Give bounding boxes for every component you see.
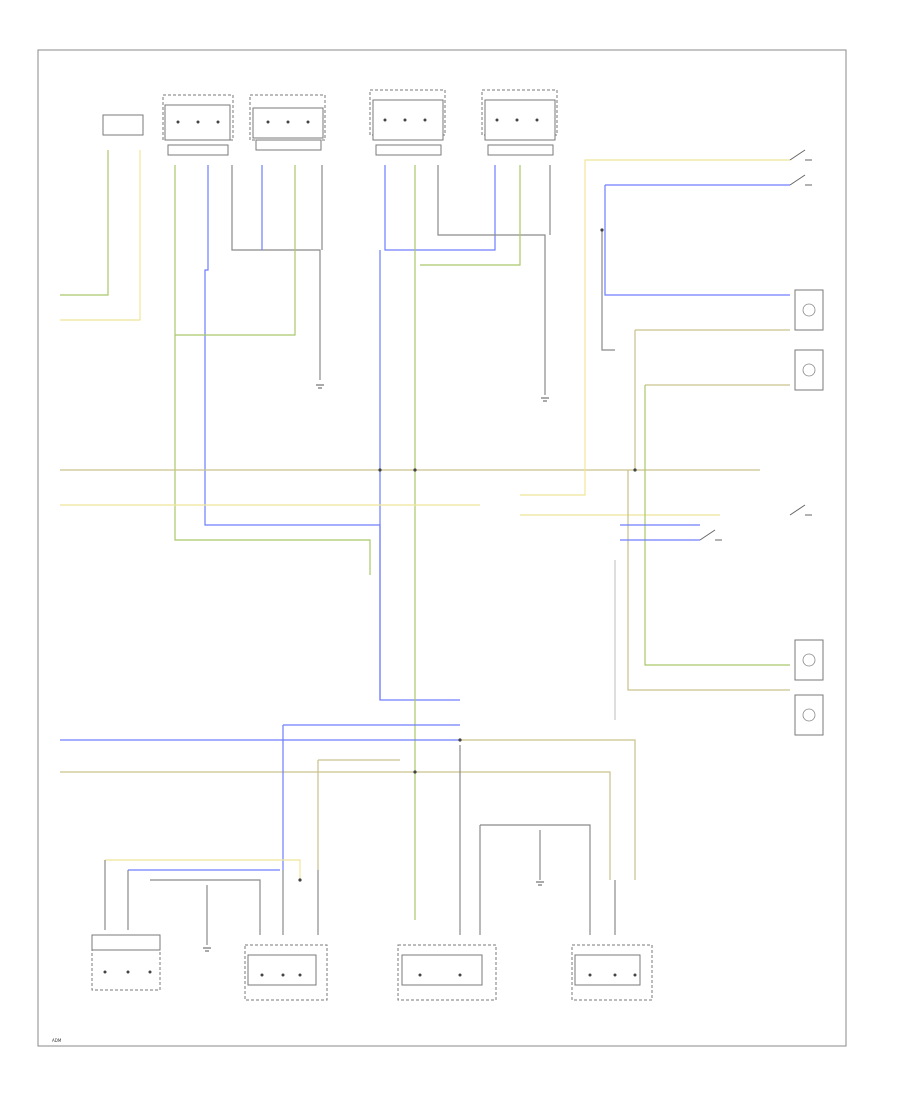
ground-icon: [203, 947, 211, 952]
connector-bottom-1: [91, 934, 161, 991]
diagram-frame: [37, 49, 847, 1047]
bottom-connectors: [91, 384, 653, 1001]
connector-bottom-4: [571, 944, 653, 1001]
ground-icon: [536, 881, 544, 886]
connector-driver-1: [369, 89, 446, 156]
top-pins: [176, 118, 539, 124]
top-connectors: [102, 89, 558, 156]
switch-icon: [789, 149, 812, 161]
connector-bottom-3: [397, 944, 497, 1001]
switch-icon: [699, 529, 722, 541]
footer-label: ADM: [52, 1038, 62, 1043]
wires: [60, 150, 790, 945]
switch-icon: [789, 504, 812, 516]
lamp-icon: [802, 303, 816, 317]
splices: [298, 228, 637, 882]
lamp-icon: [802, 363, 816, 377]
connector-driver-2: [481, 89, 558, 156]
lamp-icon: [802, 708, 816, 722]
connector-left-sensor: [102, 114, 144, 136]
ground-icon: [316, 384, 324, 389]
ground-icon: [541, 397, 549, 402]
switch-icon: [789, 174, 812, 186]
lamp-icon: [802, 653, 816, 667]
right-components: [699, 149, 824, 736]
connector-bottom-2: [244, 944, 328, 1001]
connector-pax-left-1: [162, 94, 234, 156]
